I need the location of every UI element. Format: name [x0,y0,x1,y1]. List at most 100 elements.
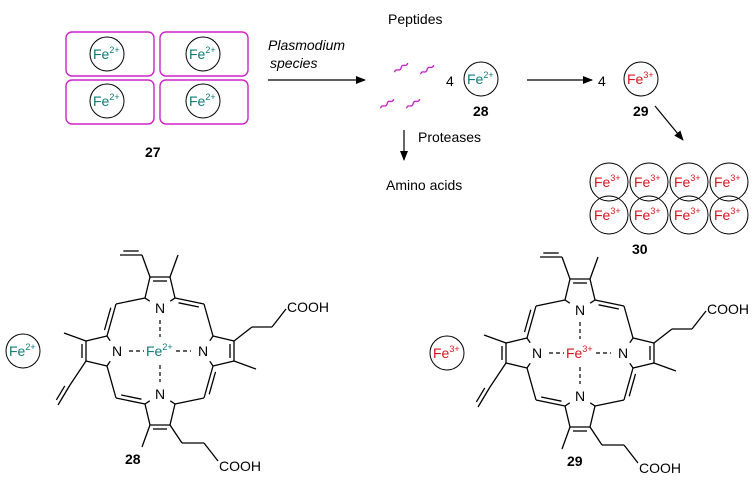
pyrrole-bottom-n-bond [589,402,596,407]
carboxyl-bottom: COOH [219,458,261,474]
pyrrole-bottom-n-bond [169,400,176,405]
meso-bond [174,297,205,305]
pyrrole-right-bond [632,362,655,369]
pyrrole-top-n-bond [564,299,571,304]
fe2-ion-cell-tl: Fe2+ [89,36,125,72]
free-fe2-ion-bottom: Fe2+ [5,333,41,369]
meso-bond [526,367,537,401]
pyrrole-left-n-bond [106,360,111,367]
meso-bond [535,299,566,307]
label-compound-29-top: 29 [633,103,649,119]
pyrrole-bottom-n-bond [564,402,571,407]
label-plasmodium: Plasmodium [268,37,345,53]
meso-double-bond [208,371,217,395]
meso-bond [623,305,634,339]
coefficient-28: 4 [446,73,454,89]
coefficient-29: 4 [598,73,606,89]
pyrrole-top-bond [144,276,151,299]
fe3-aggregate-30: Fe3+Fe3+Fe3+Fe3+Fe3+Fe3+Fe3+Fe3+ [589,162,749,235]
propionate-bond [271,308,287,328]
pyrrole-left-n-bond [526,337,531,344]
meso-bond [106,365,117,399]
label-compound-28-top: 28 [473,103,489,119]
fe3-ion-aggregate-2: Fe3+ [629,162,669,202]
nitrogen-bottom: N [155,386,165,402]
propionate-bond [653,328,673,344]
pyrrole-top-n-bond [144,297,151,302]
compound-27-ions: Fe2+ Fe2+ Fe2+ Fe2+ [89,36,221,119]
pyrrole-right-n-bond [629,337,634,344]
fe3-ion-aggregate-1: Fe3+ [589,162,629,202]
nitrogen-bottom: N [575,388,585,404]
vinyl-double-bond [55,385,66,401]
meso-bond [526,305,537,339]
propionate-bond [691,310,707,330]
pyrrole-bottom-n-bond [144,400,151,405]
nitrogen-left: N [532,345,542,361]
vinyl-bond [561,256,571,280]
pyrrole-bottom-bond [169,403,176,426]
vinyl-bond [477,386,491,408]
svg-text:Fe3+: Fe3+ [674,173,701,190]
cell-bottom-left [65,79,155,125]
svg-text:Fe2+: Fe2+ [467,70,494,87]
label-compound-27: 27 [145,144,161,160]
pyrrole-top-bond [169,276,176,299]
svg-text:Fe2+: Fe2+ [189,45,216,62]
propionate-bond [233,326,253,342]
meso-double-bond [541,396,562,402]
fe2-ion-cell-tr: Fe2+ [185,36,221,72]
methyl-bond [63,332,87,342]
pyrrole-right-n-bond [629,362,634,369]
svg-text:Fe3+: Fe3+ [627,70,654,87]
meso-bond [106,303,117,337]
pyrrole-right-n-bond [209,360,214,367]
nitrogen-top: N [155,300,165,316]
propionate-bond [169,424,183,444]
pyrrole-right-bond [212,335,235,342]
svg-text:Fe2+: Fe2+ [93,45,120,62]
cell-top-right [159,31,249,77]
pyrrole-top-bond [589,278,596,301]
methyl-bond [233,360,257,370]
label-amino-acids: Amino acids [386,177,462,193]
pyrrole-bottom-bond [589,405,596,428]
pyrrole-top-bond [564,278,571,301]
meso-bond [623,367,634,401]
svg-text:Fe2+: Fe2+ [93,92,120,109]
free-fe3-ion-bottom: Fe3+ [429,335,465,371]
methyl-bond [483,334,507,344]
svg-text:Fe3+: Fe3+ [714,173,741,190]
meso-double-bond [121,394,142,400]
pyrrole-right-bond [212,360,235,367]
nitrogen-right: N [618,345,628,361]
label-peptides: Peptides [388,11,442,27]
meso-double-bond [523,309,532,333]
propionate-bond [623,444,639,464]
meso-bond [203,365,214,399]
fe3-ion-29: Fe3+ [623,61,659,97]
meso-bond [203,303,214,337]
pyrrole-right-n-bond [209,335,214,342]
label-compound-28-bottom: 28 [125,451,141,467]
meso-double-bond [178,302,199,308]
vinyl-bond [57,384,71,406]
svg-text:Fe3+: Fe3+ [634,173,661,190]
meso-bond [174,397,205,405]
pyrrole-bottom-bond [144,403,151,426]
meso-bond [115,397,146,405]
vinyl-bond [141,254,151,278]
svg-text:Fe3+: Fe3+ [714,206,741,223]
svg-text:Fe3+: Fe3+ [634,206,661,223]
meso-bond [594,399,625,407]
pyrrole-left-n-bond [526,362,531,369]
fe3-ion-aggregate-8: Fe3+ [709,195,749,235]
methyl-bond [653,362,677,372]
carboxyl-top-right: COOH [707,301,749,317]
nitrogen-left: N [112,343,122,359]
arrow-aggregation [654,105,684,141]
pyrrole-top-n-bond [169,297,176,302]
